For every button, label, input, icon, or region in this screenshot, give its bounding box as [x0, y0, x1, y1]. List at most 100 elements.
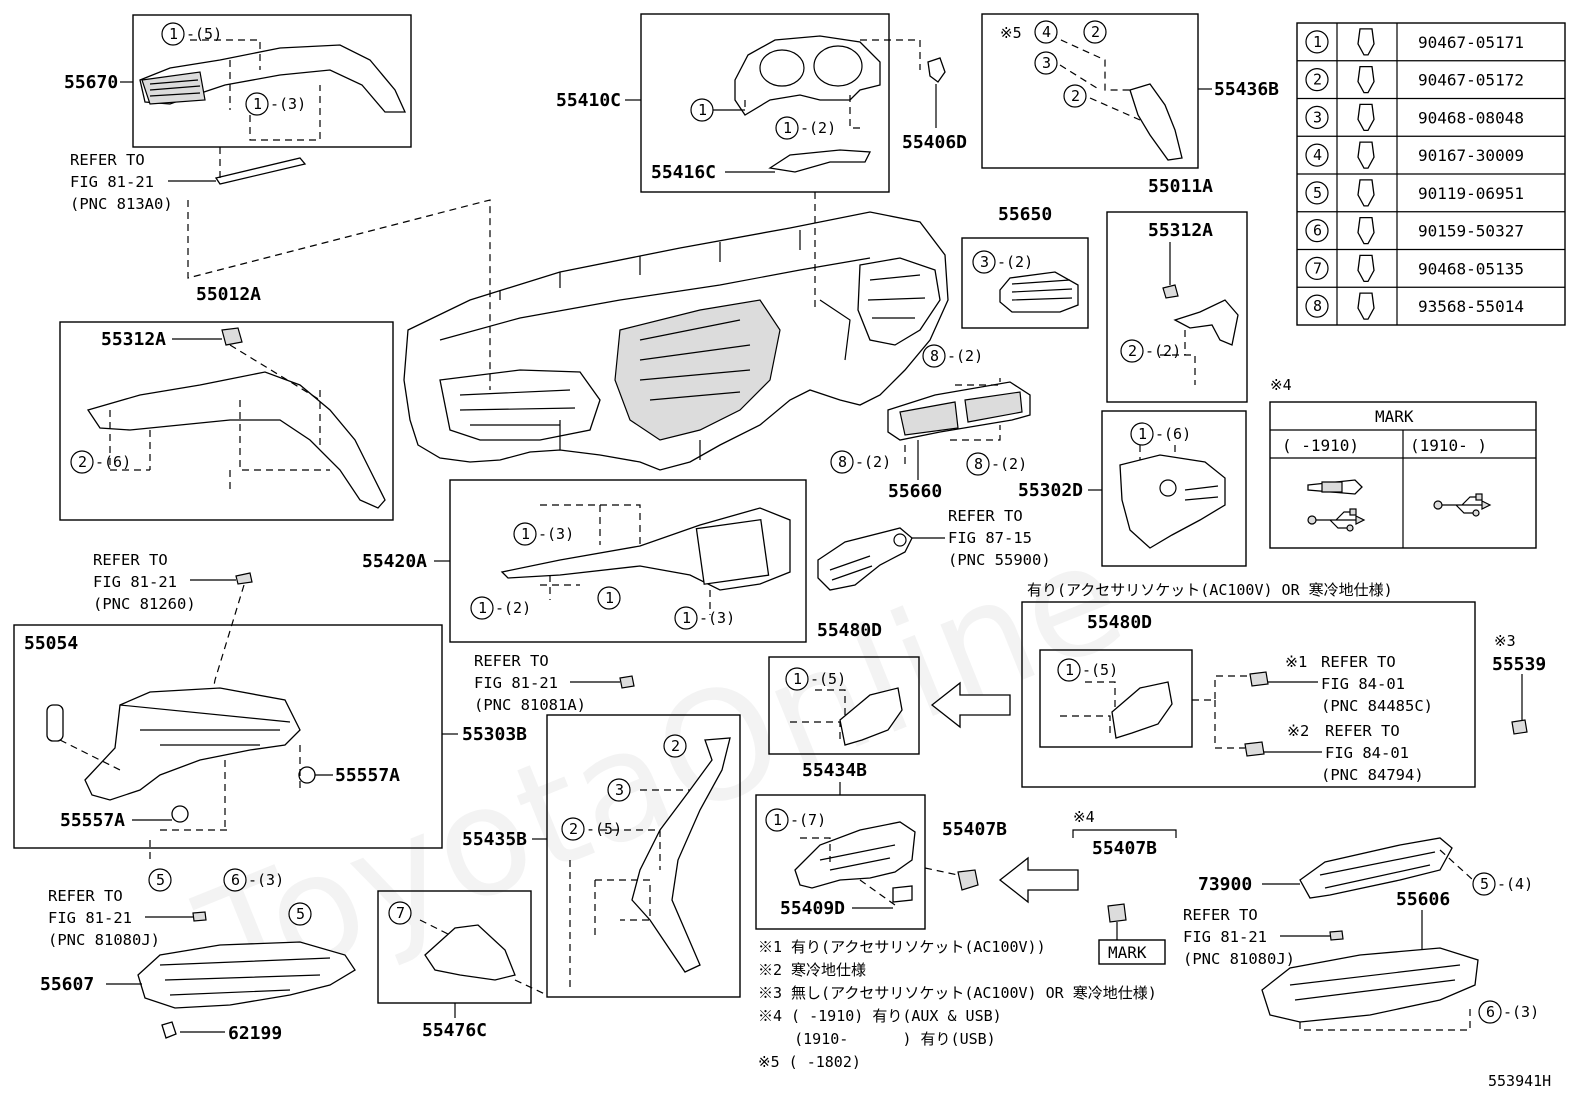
callout-1-2d: 1 -(2) [470, 596, 531, 620]
svg-text:※2: ※2 [1287, 722, 1309, 740]
option-box-title: 有り(アクセサリソケット(AC100V) OR 寒冷地仕様) [1027, 581, 1393, 599]
fastener-part-number: 90119-06951 [1418, 184, 1524, 203]
box-55436B [981, 13, 1199, 169]
part-55476C-drawing [419, 919, 548, 996]
callout-5-4: 5 -(4) [1439, 849, 1533, 896]
svg-text:-(7): -(7) [790, 811, 826, 829]
part-number-55436B: 55436B [1214, 79, 1279, 100]
callout-5a: 5 [148, 868, 172, 892]
mark-table-col1: ( -1910) [1282, 436, 1359, 455]
box-55012A [59, 321, 394, 521]
svg-text:(PNC 81081A): (PNC 81081A) [474, 696, 586, 714]
svg-text:1: 1 [169, 25, 178, 43]
part-number-55607: 55607 [40, 974, 94, 995]
callout-1-7: 1 -(7) [765, 808, 826, 832]
part-number-55011A: 55011A [1148, 176, 1213, 197]
ref-55900: REFER TO FIG 87-15 (PNC 55900) [912, 507, 1051, 569]
svg-text:FIG 87-15: FIG 87-15 [948, 529, 1032, 547]
callout-1-3f: 1 -(3) [674, 606, 735, 630]
svg-text:REFER TO: REFER TO [474, 652, 549, 670]
svg-text:1: 1 [253, 95, 262, 113]
ref-81081a: REFER TO FIG 81-21 (PNC 81081A) [474, 652, 620, 714]
fastener-number: 2 [1313, 71, 1322, 89]
svg-text:-(4): -(4) [1497, 875, 1533, 893]
part-number-55650: 55650 [998, 204, 1052, 225]
part-number-55407B-option: 55407B [1092, 838, 1157, 859]
box-55480D [768, 656, 920, 755]
footnote-5: (1910- ) 有り(USB) [758, 1030, 996, 1048]
part-number-55480D: 55480D [817, 620, 882, 641]
svg-text:-(2): -(2) [947, 347, 983, 365]
part-number-55054: 55054 [24, 633, 78, 654]
box-55303B [13, 624, 443, 849]
part-number-73900: 73900 [1198, 874, 1252, 895]
box-55670 [132, 14, 412, 148]
fastener-icon [1357, 141, 1375, 169]
callout-5b: 5 [288, 902, 312, 926]
svg-text:-(2): -(2) [1145, 342, 1181, 360]
box-55435B [546, 714, 741, 998]
callout-6-3b: 6 -(3) [1478, 1000, 1539, 1024]
svg-text:-(3): -(3) [538, 525, 574, 543]
svg-text:-(2): -(2) [997, 253, 1033, 271]
svg-text:2: 2 [1091, 23, 1100, 41]
svg-text:-(6): -(6) [95, 453, 131, 471]
svg-text:-(3): -(3) [248, 871, 284, 889]
fastener-part-number: 93568-55014 [1418, 297, 1524, 316]
svg-text:8: 8 [974, 455, 983, 473]
svg-text:FIG 81-21: FIG 81-21 [474, 674, 558, 692]
callout-1-5a: 1 -(5) [161, 22, 222, 46]
fastener-part-number: 90467-05172 [1418, 71, 1524, 90]
callout-3-436: 3 [1034, 51, 1058, 75]
svg-text:-(5): -(5) [586, 820, 622, 838]
svg-text:-(2): -(2) [991, 455, 1027, 473]
svg-text:1: 1 [783, 119, 792, 137]
svg-text:(PNC 81260): (PNC 81260) [93, 595, 196, 613]
callout-x5: ※5 [1000, 24, 1022, 42]
diagram-id: 553941H [1488, 1072, 1551, 1090]
part-number-55557A-left: 55557A [60, 810, 125, 831]
part-55303B-drawing [46, 687, 316, 860]
callout-2-i: 2 [663, 734, 687, 758]
part-number-55434B: 55434B [802, 760, 867, 781]
part-55435B-drawing [569, 737, 731, 990]
svg-text:8: 8 [930, 347, 939, 365]
part-55420A-drawing [500, 504, 791, 615]
fastener-callout-1 [1305, 30, 1329, 54]
callout-1-3c: 1 -(3) [513, 522, 574, 546]
fastener-number: 3 [1313, 108, 1322, 126]
part-73900-drawing [1299, 837, 1453, 899]
footnotes: ※1 有り(アクセサリソケット(AC100V)) ※2 寒冷地仕様 ※3 無し(… [758, 938, 1157, 1071]
fastener-part-number: 90159-50327 [1418, 222, 1524, 241]
usb-icon-right [1433, 493, 1492, 517]
svg-text:1: 1 [682, 609, 691, 627]
note-x3: ※3 [1494, 632, 1516, 650]
part-number-55407B: 55407B [942, 819, 1007, 840]
aux-jack-icon [1307, 479, 1363, 495]
svg-text:6: 6 [231, 871, 240, 889]
svg-text:REFER TO: REFER TO [1183, 906, 1258, 924]
box-55650 [961, 237, 1089, 329]
part-number-55660: 55660 [888, 481, 942, 502]
ref-84794: ※2 REFER TO FIG 84-01 (PNC 84794) [1264, 722, 1424, 784]
svg-text:1: 1 [793, 670, 802, 688]
part-number-55302D: 55302D [1018, 480, 1083, 501]
part-55660-drawing [887, 378, 1031, 468]
fastener-number: 5 [1313, 184, 1322, 202]
fastener-number: 1 [1313, 33, 1322, 51]
svg-text:2: 2 [671, 737, 680, 755]
arrow-left-1 [930, 681, 1011, 729]
svg-text:-(6): -(6) [1155, 425, 1191, 443]
footnote-4: ※4 ( -1910) 有り(AUX & USB) [758, 1007, 1002, 1025]
svg-text:FIG 81-21: FIG 81-21 [1183, 928, 1267, 946]
mark-label-box [1098, 939, 1166, 965]
part-55407B-option-drawing [1107, 903, 1127, 923]
fastener-part-number: 90167-30009 [1418, 146, 1524, 165]
callout-1-2b: 1 -(2) [775, 116, 836, 140]
svg-text:1: 1 [478, 599, 487, 617]
svg-text:5: 5 [296, 905, 305, 923]
part-number-55480D-option: 55480D [1087, 612, 1152, 633]
part-55670-drawing [139, 39, 407, 141]
svg-text:(PNC 813A0): (PNC 813A0) [70, 195, 173, 213]
